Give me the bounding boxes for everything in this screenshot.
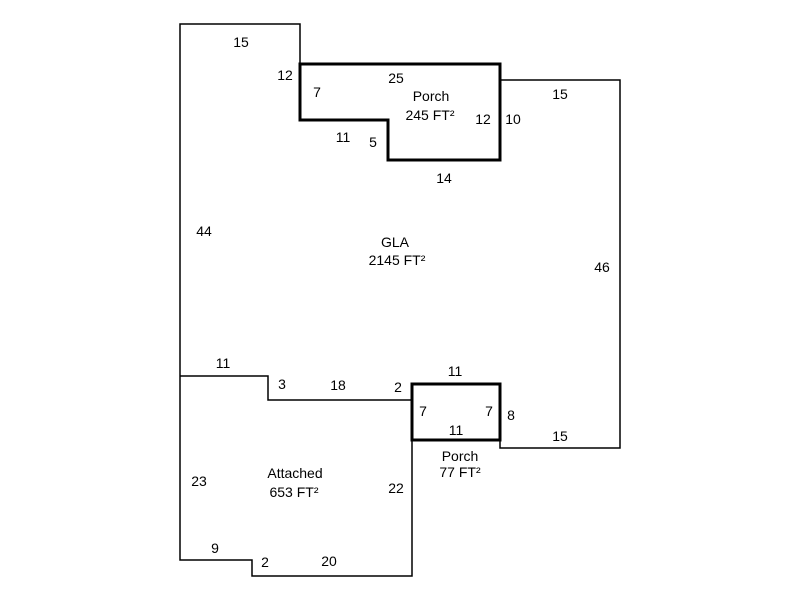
dim: 11	[336, 129, 351, 145]
dim: 3	[278, 376, 286, 392]
dim: 8	[507, 407, 515, 423]
porch-top-outline	[298, 62, 502, 162]
dim: 15	[552, 86, 568, 102]
dim: 10	[505, 111, 521, 127]
dim: 11	[216, 355, 231, 371]
dim: 7	[485, 403, 493, 419]
dimension-labels: 15 12 44 15 46 15 11 3 18 2 25 7 11 5 14…	[191, 34, 610, 570]
dim: 22	[388, 480, 404, 496]
dim: 23	[191, 473, 207, 489]
dim: 15	[233, 34, 249, 50]
dim: 18	[330, 377, 346, 393]
dim: 11	[448, 363, 463, 379]
dim: 7	[313, 84, 321, 100]
dim: 5	[369, 134, 377, 150]
dim: 2	[394, 379, 402, 395]
gla-label: GLA	[381, 234, 410, 250]
dim: 20	[321, 553, 337, 569]
dim: 44	[196, 223, 212, 239]
porch-bottom-size: 77 FT²	[439, 464, 481, 480]
attached-label: Attached	[267, 465, 322, 481]
dim: 15	[552, 428, 568, 444]
porch-top-size: 245 FT²	[405, 107, 454, 123]
porch-top-label: Porch	[413, 88, 450, 104]
porch-bottom-outline	[410, 382, 502, 442]
attached-size: 653 FT²	[269, 484, 318, 500]
dim: 14	[436, 170, 452, 186]
porch-bottom-label: Porch	[442, 448, 479, 464]
dim: 11	[449, 422, 464, 438]
gla-outline	[179, 23, 621, 449]
dim: 7	[419, 403, 427, 419]
dim: 46	[594, 259, 610, 275]
dim: 2	[261, 554, 269, 570]
dim: 12	[277, 67, 293, 83]
dim: 25	[388, 70, 404, 86]
dim: 9	[211, 540, 219, 556]
dim: 12	[475, 111, 491, 127]
attached-outline	[179, 376, 413, 577]
gla-size: 2145 FT²	[369, 252, 426, 268]
